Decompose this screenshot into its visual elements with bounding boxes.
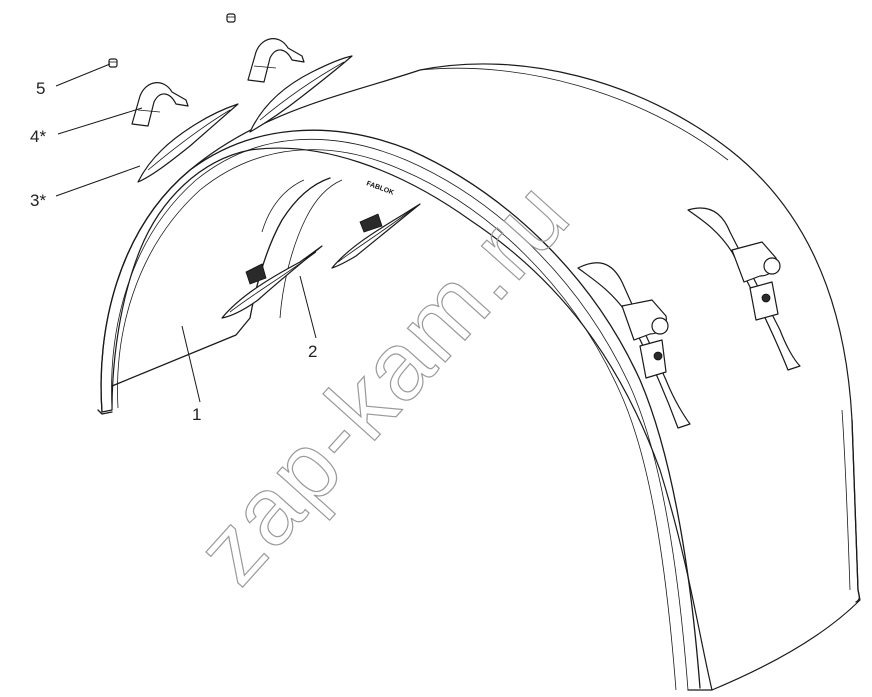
clamp-4-left	[131, 82, 189, 127]
mudguard-body	[97, 63, 861, 691]
support-arm-rear	[687, 207, 801, 371]
nut-5-left	[108, 58, 118, 68]
callout-3: 3*	[30, 191, 46, 210]
brand-mark: FABLOK	[365, 180, 394, 196]
leader-lines	[55, 63, 317, 403]
callout-1: 1	[192, 405, 201, 424]
inner-bracket-left	[221, 245, 323, 319]
support-arm-front	[577, 262, 691, 429]
callout-4: 4*	[30, 127, 46, 146]
bracket-3-left	[137, 103, 239, 183]
callout-2: 2	[308, 342, 317, 361]
inner-bracket-right	[331, 203, 421, 269]
bracket-3-right	[249, 55, 353, 133]
clamp-4-right	[247, 38, 305, 83]
nut-5-right	[226, 13, 236, 23]
callout-5: 5	[36, 79, 45, 98]
